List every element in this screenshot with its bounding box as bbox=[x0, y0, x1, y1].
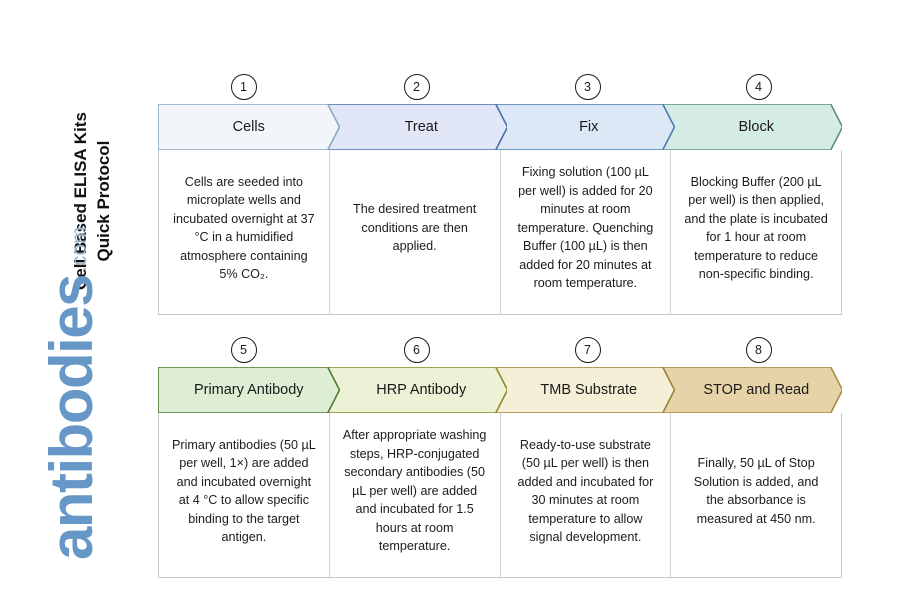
step-header-5[interactable]: Primary Antibody bbox=[158, 367, 340, 413]
step-header-label-4: Block bbox=[738, 119, 774, 135]
step-description-cell-2: The desired treatment conditions are the… bbox=[330, 150, 501, 314]
step-header-shape-1 bbox=[158, 104, 340, 150]
step-header-label-2: Treat bbox=[404, 119, 438, 135]
logo-domain-suffix: .com bbox=[68, 226, 92, 272]
step-number-badges: 5 6 7 8 bbox=[158, 333, 842, 367]
step-number-badge-3: 3 bbox=[574, 74, 601, 100]
step-header-strip: Cells Treat Fix Block bbox=[158, 104, 842, 150]
step-header-label-1: Cells bbox=[232, 119, 265, 135]
step-description-cell-6: After appropriate washing steps, HRP-con… bbox=[330, 413, 501, 577]
step-header-label-8: STOP and Read bbox=[703, 382, 810, 398]
step-header-7[interactable]: TMB Substrate bbox=[493, 367, 675, 413]
logo-wordmark: antibodies bbox=[38, 274, 105, 560]
step-description-text-7: Ready-to-use substrate (50 µL per well) … bbox=[517, 437, 654, 545]
step-description-cell-8: Finally, 50 µL of Stop Solution is added… bbox=[671, 413, 841, 577]
step-description-text-5: Primary antibodies (50 µL per well, 1×) … bbox=[172, 437, 316, 545]
step-description-cell-4: Blocking Buffer (200 µL per well) is the… bbox=[671, 150, 841, 314]
step-number-badge-2: 2 bbox=[403, 74, 430, 100]
step-header-strip: Primary Antibody HRP Antibody TMB Substr… bbox=[158, 367, 842, 413]
step-header-2[interactable]: Treat bbox=[325, 104, 507, 150]
antibodies-logo: antibodies .com bbox=[38, 226, 105, 560]
step-number-badge-1: 1 bbox=[230, 74, 257, 100]
step-header-3[interactable]: Fix bbox=[493, 104, 675, 150]
step-description-text-6: After appropriate washing steps, HRP-con… bbox=[342, 428, 487, 554]
step-number-badge-7: 7 bbox=[574, 337, 601, 363]
step-header-8[interactable]: STOP and Read bbox=[660, 367, 842, 413]
step-header-6[interactable]: HRP Antibody bbox=[325, 367, 507, 413]
step-header-label-5: Primary Antibody bbox=[193, 382, 304, 398]
step-description-text-4: Blocking Buffer (200 µL per well) is the… bbox=[684, 174, 828, 282]
step-number-badge-5: 5 bbox=[230, 337, 257, 363]
step-number-badge-6: 6 bbox=[403, 337, 430, 363]
step-header-label-3: Fix bbox=[579, 119, 599, 135]
step-number-badge-4: 4 bbox=[745, 74, 772, 100]
step-description-strip: Primary antibodies (50 µL per well, 1×) … bbox=[158, 413, 842, 578]
step-header-4[interactable]: Block bbox=[660, 104, 842, 150]
step-description-cell-1: Cells are seeded into microplate wells a… bbox=[159, 150, 330, 314]
step-description-strip: Cells are seeded into microplate wells a… bbox=[158, 150, 842, 315]
step-description-text-3: Fixing solution (100 µL per well) is add… bbox=[517, 165, 654, 291]
left-rail: Cell Based ELISA Kits Quick Protocol ant… bbox=[0, 0, 155, 594]
step-description-cell-5: Primary antibodies (50 µL per well, 1×) … bbox=[159, 413, 330, 577]
step-number-badges: 1 2 3 4 bbox=[158, 70, 842, 104]
step-description-cell-3: Fixing solution (100 µL per well) is add… bbox=[501, 150, 672, 314]
step-description-text-8: Finally, 50 µL of Stop Solution is added… bbox=[693, 456, 819, 526]
step-description-text-2: The desired treatment conditions are the… bbox=[353, 202, 477, 254]
step-description-text-1: Cells are seeded into microplate wells a… bbox=[173, 174, 315, 282]
step-header-shape-5 bbox=[158, 367, 340, 413]
step-number-badge-8: 8 bbox=[745, 337, 772, 363]
step-header-1[interactable]: Cells bbox=[158, 104, 340, 150]
step-description-cell-7: Ready-to-use substrate (50 µL per well) … bbox=[501, 413, 672, 577]
step-header-label-6: HRP Antibody bbox=[376, 382, 467, 398]
protocol-row-2: 5 6 7 8 Primary Antibody HRP Antibody TMB S… bbox=[158, 333, 842, 578]
step-header-label-7: TMB Substrate bbox=[540, 382, 638, 398]
